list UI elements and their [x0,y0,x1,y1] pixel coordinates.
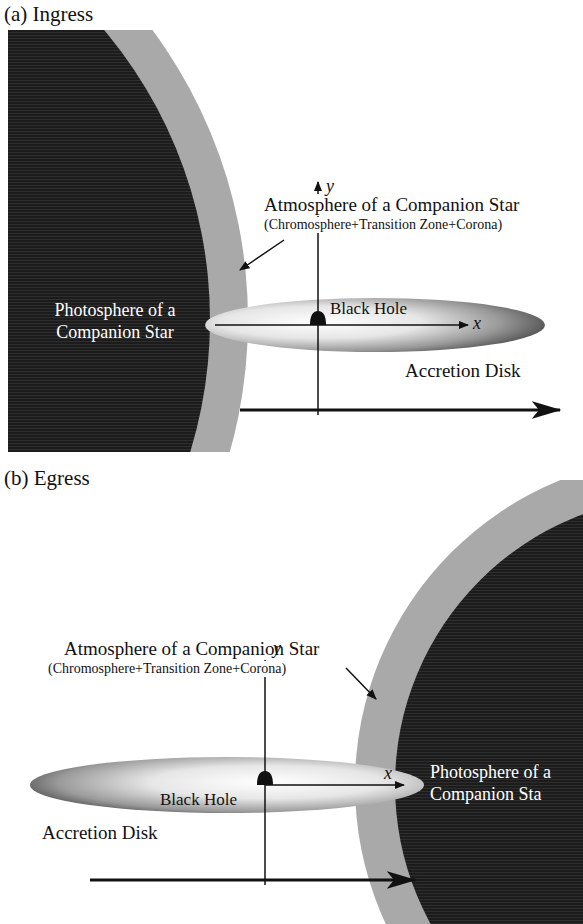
object-label: Black Hole [330,299,407,319]
photosphere-region: Photosphere of a Companion Star [30,300,200,343]
egress-panel [30,480,583,924]
object-label: Accretion Disk [42,822,158,844]
callout-label: Atmosphere of a Companion Star [62,638,321,660]
black-hole [310,311,326,325]
accretion-disk [30,757,424,813]
object-label: Accretion Disk [405,360,521,382]
node-text: Photosphere of a Companion Star [30,300,200,343]
black-hole [257,771,273,785]
callout-sublabel: (Chromosphere+Transition Zone+Corona) [262,217,504,233]
panel-title: (b) Egress [4,466,90,490]
axis-label: x [473,313,481,334]
motion-arrow [240,409,560,412]
axis-label: x [384,763,392,784]
callout-label: Atmosphere of a Companion Star [262,194,521,216]
y-axis [264,648,266,885]
x-axis [215,324,468,326]
leader-line [240,240,284,270]
x-axis [265,784,404,786]
star-photosphere [395,496,583,924]
star-atmosphere [8,30,248,452]
callout-sublabel: (Chromosphere+Transition Zone+Corona) [46,661,288,677]
motion-arrow [90,879,415,882]
photosphere-region: Photosphere of a Companion Sta [430,762,580,805]
leader-line [346,668,376,699]
star-photosphere [8,30,210,452]
accretion-disk [205,298,545,352]
star-atmosphere [355,480,583,924]
object-label: Black Hole [160,790,237,810]
axis-label: y [326,176,334,197]
ingress-panel [8,30,560,452]
axis-label: y [273,638,281,659]
panel-title: (a) Ingress [4,2,93,26]
node-text: Photosphere of a Companion Sta [430,762,580,805]
